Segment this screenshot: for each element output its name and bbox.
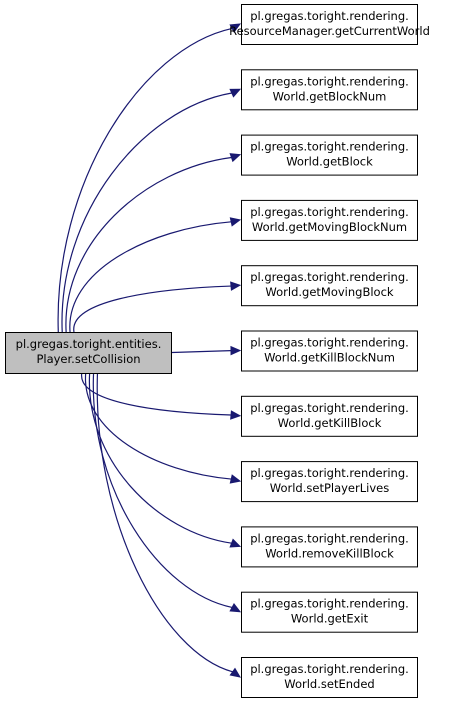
edge-to-world-setended <box>96 372 233 673</box>
node-box <box>5 332 172 374</box>
edge-layer <box>57 23 242 678</box>
node-label-line1: pl.gregas.toright.rendering. <box>250 74 409 88</box>
edge-to-world-getblock <box>65 156 232 333</box>
target-node-world-setended[interactable]: pl.gregas.toright.rendering.World.setEnd… <box>241 657 418 698</box>
arrowhead-world-setended <box>229 667 242 678</box>
node-label-line1: pl.gregas.toright.rendering. <box>250 466 409 480</box>
arrowhead-world-getmovingblocknum <box>229 217 242 227</box>
node-label-line2: World.setPlayerLives <box>270 481 389 495</box>
node-box <box>241 4 418 45</box>
node-label-line1: pl.gregas.toright.rendering. <box>250 336 409 350</box>
node-label-line2: World.getKillBlock <box>278 416 382 430</box>
node-label-line1: pl.gregas.toright.rendering. <box>250 597 409 611</box>
target-node-resourcemanager-getcurrentworld[interactable]: pl.gregas.toright.rendering.ResourceMana… <box>229 4 430 45</box>
node-box <box>241 591 418 633</box>
arrowhead-world-removekillblock <box>229 538 242 548</box>
node-label-line2: World.getBlockNum <box>273 89 387 103</box>
node-label-line1: pl.gregas.toright.rendering. <box>250 401 409 415</box>
target-node-world-getexit[interactable]: pl.gregas.toright.rendering.World.getExi… <box>241 591 418 633</box>
edge-to-resourcemanager-getcurrentworld <box>57 27 233 333</box>
node-box <box>241 657 418 698</box>
target-node-world-removekillblock[interactable]: pl.gregas.toright.rendering.World.remove… <box>241 526 418 568</box>
node-box <box>241 134 418 176</box>
edge-to-world-getmovingblocknum <box>69 221 232 333</box>
node-layer: pl.gregas.toright.entities.Player.setCol… <box>5 4 430 698</box>
node-box <box>241 526 418 568</box>
arrowhead-world-getkillblock <box>230 410 242 420</box>
arrowhead-resourcemanager-getcurrentworld <box>229 23 242 33</box>
target-node-world-getkillblock[interactable]: pl.gregas.toright.rendering.World.getKil… <box>241 395 418 437</box>
node-box <box>241 69 418 111</box>
node-box <box>241 265 418 307</box>
arrowhead-world-getexit <box>229 602 242 613</box>
arrowhead-world-setplayerlives <box>229 474 242 484</box>
node-label-line1: pl.gregas.toright.rendering. <box>250 531 409 545</box>
node-label-line2: World.getKillBlockNum <box>264 351 395 365</box>
node-label-line1: pl.gregas.toright.rendering. <box>250 270 409 284</box>
node-label-line2: World.setEnded <box>284 677 374 691</box>
node-label-line2: Player.setCollision <box>36 352 140 366</box>
node-label-line1: pl.gregas.toright.rendering. <box>250 9 409 23</box>
node-label-line2: World.getExit <box>291 612 369 626</box>
node-box <box>241 395 418 437</box>
arrowhead-world-getblocknum <box>229 88 242 98</box>
node-box <box>241 199 418 241</box>
edge-to-world-setplayerlives <box>85 372 232 480</box>
edge-to-world-getblocknum <box>61 92 232 333</box>
target-node-world-getkillblocknum[interactable]: pl.gregas.toright.rendering.World.getKil… <box>241 330 418 372</box>
node-label-line1: pl.gregas.toright.rendering. <box>250 140 409 154</box>
node-label-line2: World.getBlock <box>286 155 373 169</box>
target-node-world-setplayerlives[interactable]: pl.gregas.toright.rendering.World.setPla… <box>241 461 418 503</box>
target-node-world-getblocknum[interactable]: pl.gregas.toright.rendering.World.getBlo… <box>241 69 418 111</box>
arrowhead-world-getmovingblock <box>230 281 242 291</box>
node-label-line2: ResourceManager.getCurrentWorld <box>229 24 430 38</box>
node-label-line2: World.removeKillBlock <box>265 546 394 560</box>
node-box <box>241 330 418 372</box>
edge-to-world-getkillblocknum <box>171 349 232 354</box>
node-label-line2: World.getMovingBlock <box>265 285 393 299</box>
node-label-line1: pl.gregas.toright.entities. <box>16 337 162 351</box>
node-box <box>241 461 418 503</box>
edge-to-world-getkillblock <box>81 372 232 416</box>
target-node-world-getmovingblocknum[interactable]: pl.gregas.toright.rendering.World.getMov… <box>241 199 418 241</box>
edge-to-world-removekillblock <box>88 372 232 544</box>
target-node-world-getblock[interactable]: pl.gregas.toright.rendering.World.getBlo… <box>241 134 418 176</box>
node-label-line1: pl.gregas.toright.rendering. <box>250 205 409 219</box>
target-node-world-getmovingblock[interactable]: pl.gregas.toright.rendering.World.getMov… <box>241 265 418 307</box>
arrowhead-world-getblock <box>229 153 242 163</box>
node-label-line2: World.getMovingBlockNum <box>252 220 407 234</box>
arrowhead-world-getkillblocknum <box>230 345 242 356</box>
edge-to-world-getexit <box>92 372 233 608</box>
node-label-line1: pl.gregas.toright.rendering. <box>250 662 409 676</box>
edge-to-world-getmovingblock <box>73 285 232 333</box>
source-node-player-setcollision[interactable]: pl.gregas.toright.entities.Player.setCol… <box>5 332 172 374</box>
